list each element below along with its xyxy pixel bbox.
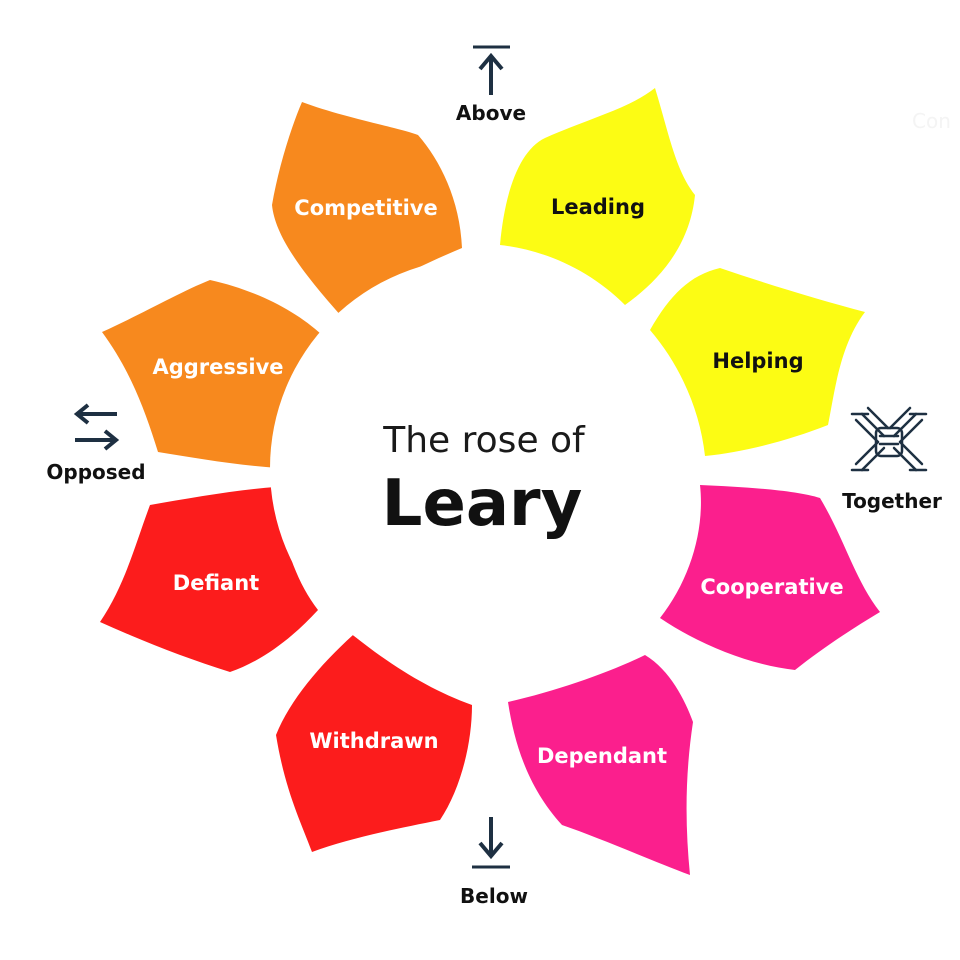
rose-title-line2: Leary (382, 467, 583, 541)
petal-label: Aggressive (152, 355, 283, 379)
arrow-up-icon (473, 45, 510, 95)
together-indicator: Together (842, 406, 942, 513)
petal-shape (650, 268, 865, 456)
above-label: Above (456, 101, 526, 125)
opposing-arrows-icon (73, 403, 120, 451)
together-label: Together (842, 489, 942, 513)
petal-helping: Helping (650, 268, 865, 456)
petal-shape (660, 485, 880, 670)
petal-shape (102, 280, 322, 468)
petal-leading: Leading (500, 88, 695, 305)
above-indicator: Above (456, 45, 526, 125)
opposed-indicator: Opposed (46, 403, 146, 484)
petal-label: Leading (551, 195, 645, 219)
below-indicator: Below (460, 817, 528, 908)
petal-aggressive: Aggressive (102, 280, 322, 468)
below-label: Below (460, 884, 528, 908)
rose-center (270, 258, 690, 678)
petal-shape (100, 487, 318, 672)
opposed-label: Opposed (46, 460, 145, 484)
rose-title-line1: The rose of (382, 420, 586, 461)
petal-cooperative: Cooperative (660, 485, 880, 670)
petal-label: Defiant (173, 571, 259, 595)
petal-shape (508, 655, 693, 875)
petal-shape (276, 635, 472, 852)
petal-label: Helping (712, 349, 803, 373)
petal-label: Cooperative (700, 575, 843, 599)
arrow-down-icon (472, 817, 510, 869)
petal-defiant: Defiant (100, 487, 318, 672)
petal-label: Competitive (294, 196, 437, 220)
petal-competitive: Competitive (272, 102, 462, 318)
petal-shape (500, 88, 695, 305)
petal-label: Withdrawn (309, 729, 438, 753)
watermark-text: Con (912, 109, 951, 133)
petal-dependant: Dependant (508, 655, 693, 875)
petal-label: Dependant (537, 744, 667, 768)
petal-shape (272, 102, 462, 318)
petal-withdrawn: Withdrawn (276, 635, 472, 852)
joined-hands-icon (850, 406, 928, 472)
